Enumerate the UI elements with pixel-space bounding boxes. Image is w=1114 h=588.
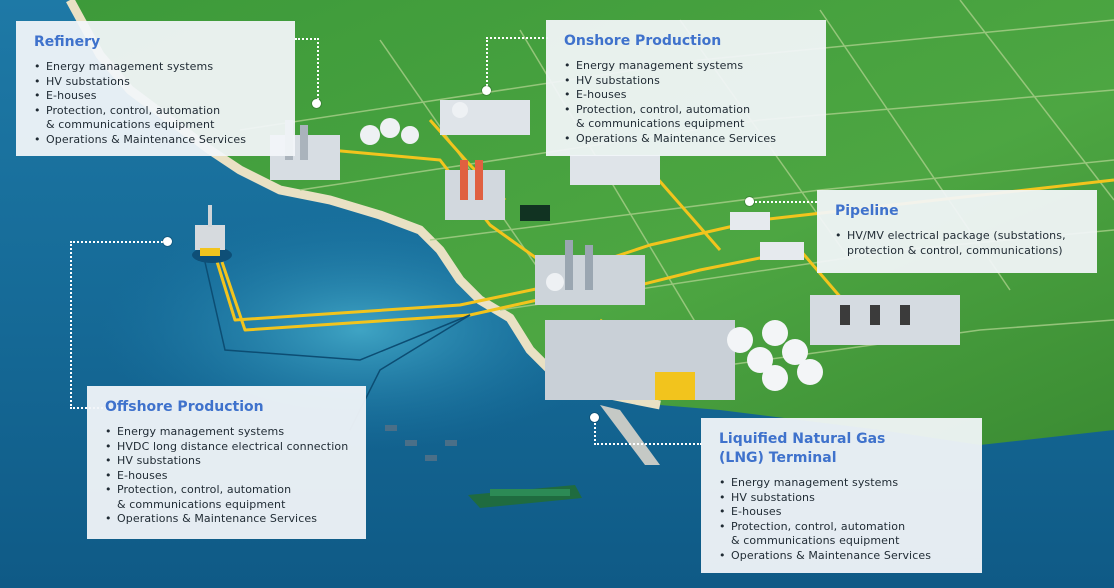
offshore-title: Offshore Production [105,399,264,415]
lng-title: Liquified Natural Gas (LNG) Terminal [719,431,886,466]
offshore-callout: Offshore Production Energy management sy… [87,386,366,539]
onshore-callout: Onshore Production Energy management sys… [546,20,826,156]
list-item: Operations & Maintenance Services [105,512,352,527]
list-item: E-houses [105,469,352,484]
list-item: Protection, control, automation & commun… [34,104,231,133]
offshore-platform [192,205,232,263]
refinery-marker [312,99,321,108]
list-item: Protection, control, automation & commun… [719,520,911,549]
refinery-title: Refinery [34,34,101,50]
list-item: E-houses [564,88,812,103]
onshore-title: Onshore Production [564,33,722,49]
list-item: Operations & Maintenance Services [564,132,812,147]
list-item: HV substations [34,75,281,90]
list-item: Operations & Maintenance Services [34,133,281,148]
offshore-leader [70,241,170,409]
refinery-list: Energy management systems HV substations… [34,60,281,147]
onshore-marker [482,86,491,95]
lng-list: Energy management systems HV substations… [719,476,968,563]
lng-leader [594,419,702,445]
pipeline-title: Pipeline [835,203,899,219]
lng-tanker [468,485,582,508]
processing-plant [535,240,645,305]
list-item: Operations & Maintenance Services [719,549,968,564]
onshore-leader [486,37,548,89]
pipeline-marker [745,197,754,206]
pipeline-stations [730,212,960,345]
list-item: HV substations [105,454,352,469]
refinery-callout: Refinery Energy management systems HV su… [16,21,295,156]
onshore-list: Energy management systems HV substations… [564,59,812,146]
pipeline-leader [752,201,817,203]
pipeline-list: HV/MV electrical package (substations, p… [835,229,1083,258]
subsea-manifolds [385,425,457,461]
lng-terminal [545,320,823,465]
list-item: Energy management systems [564,59,812,74]
list-item: Energy management systems [34,60,281,75]
list-item: E-houses [34,89,281,104]
pipeline-callout: Pipeline HV/MV electrical package (subst… [817,190,1097,273]
lng-callout: Liquified Natural Gas (LNG) Terminal Ene… [701,418,982,573]
lng-marker [590,413,599,422]
onshore-plant [440,100,660,221]
list-item: HV/MV electrical package (substations, p… [835,229,1077,258]
list-item: Energy management systems [719,476,968,491]
list-item: HV substations [564,74,812,89]
list-item: Protection, control, automation & commun… [564,103,756,132]
list-item: Protection, control, automation & commun… [105,483,297,512]
offshore-list: Energy management systems HVDC long dist… [105,425,352,527]
list-item: E-houses [719,505,968,520]
list-item: Energy management systems [105,425,352,440]
list-item: HVDC long distance electrical connection [105,440,352,455]
refinery-leader [295,38,319,104]
list-item: HV substations [719,491,968,506]
offshore-marker [163,237,172,246]
